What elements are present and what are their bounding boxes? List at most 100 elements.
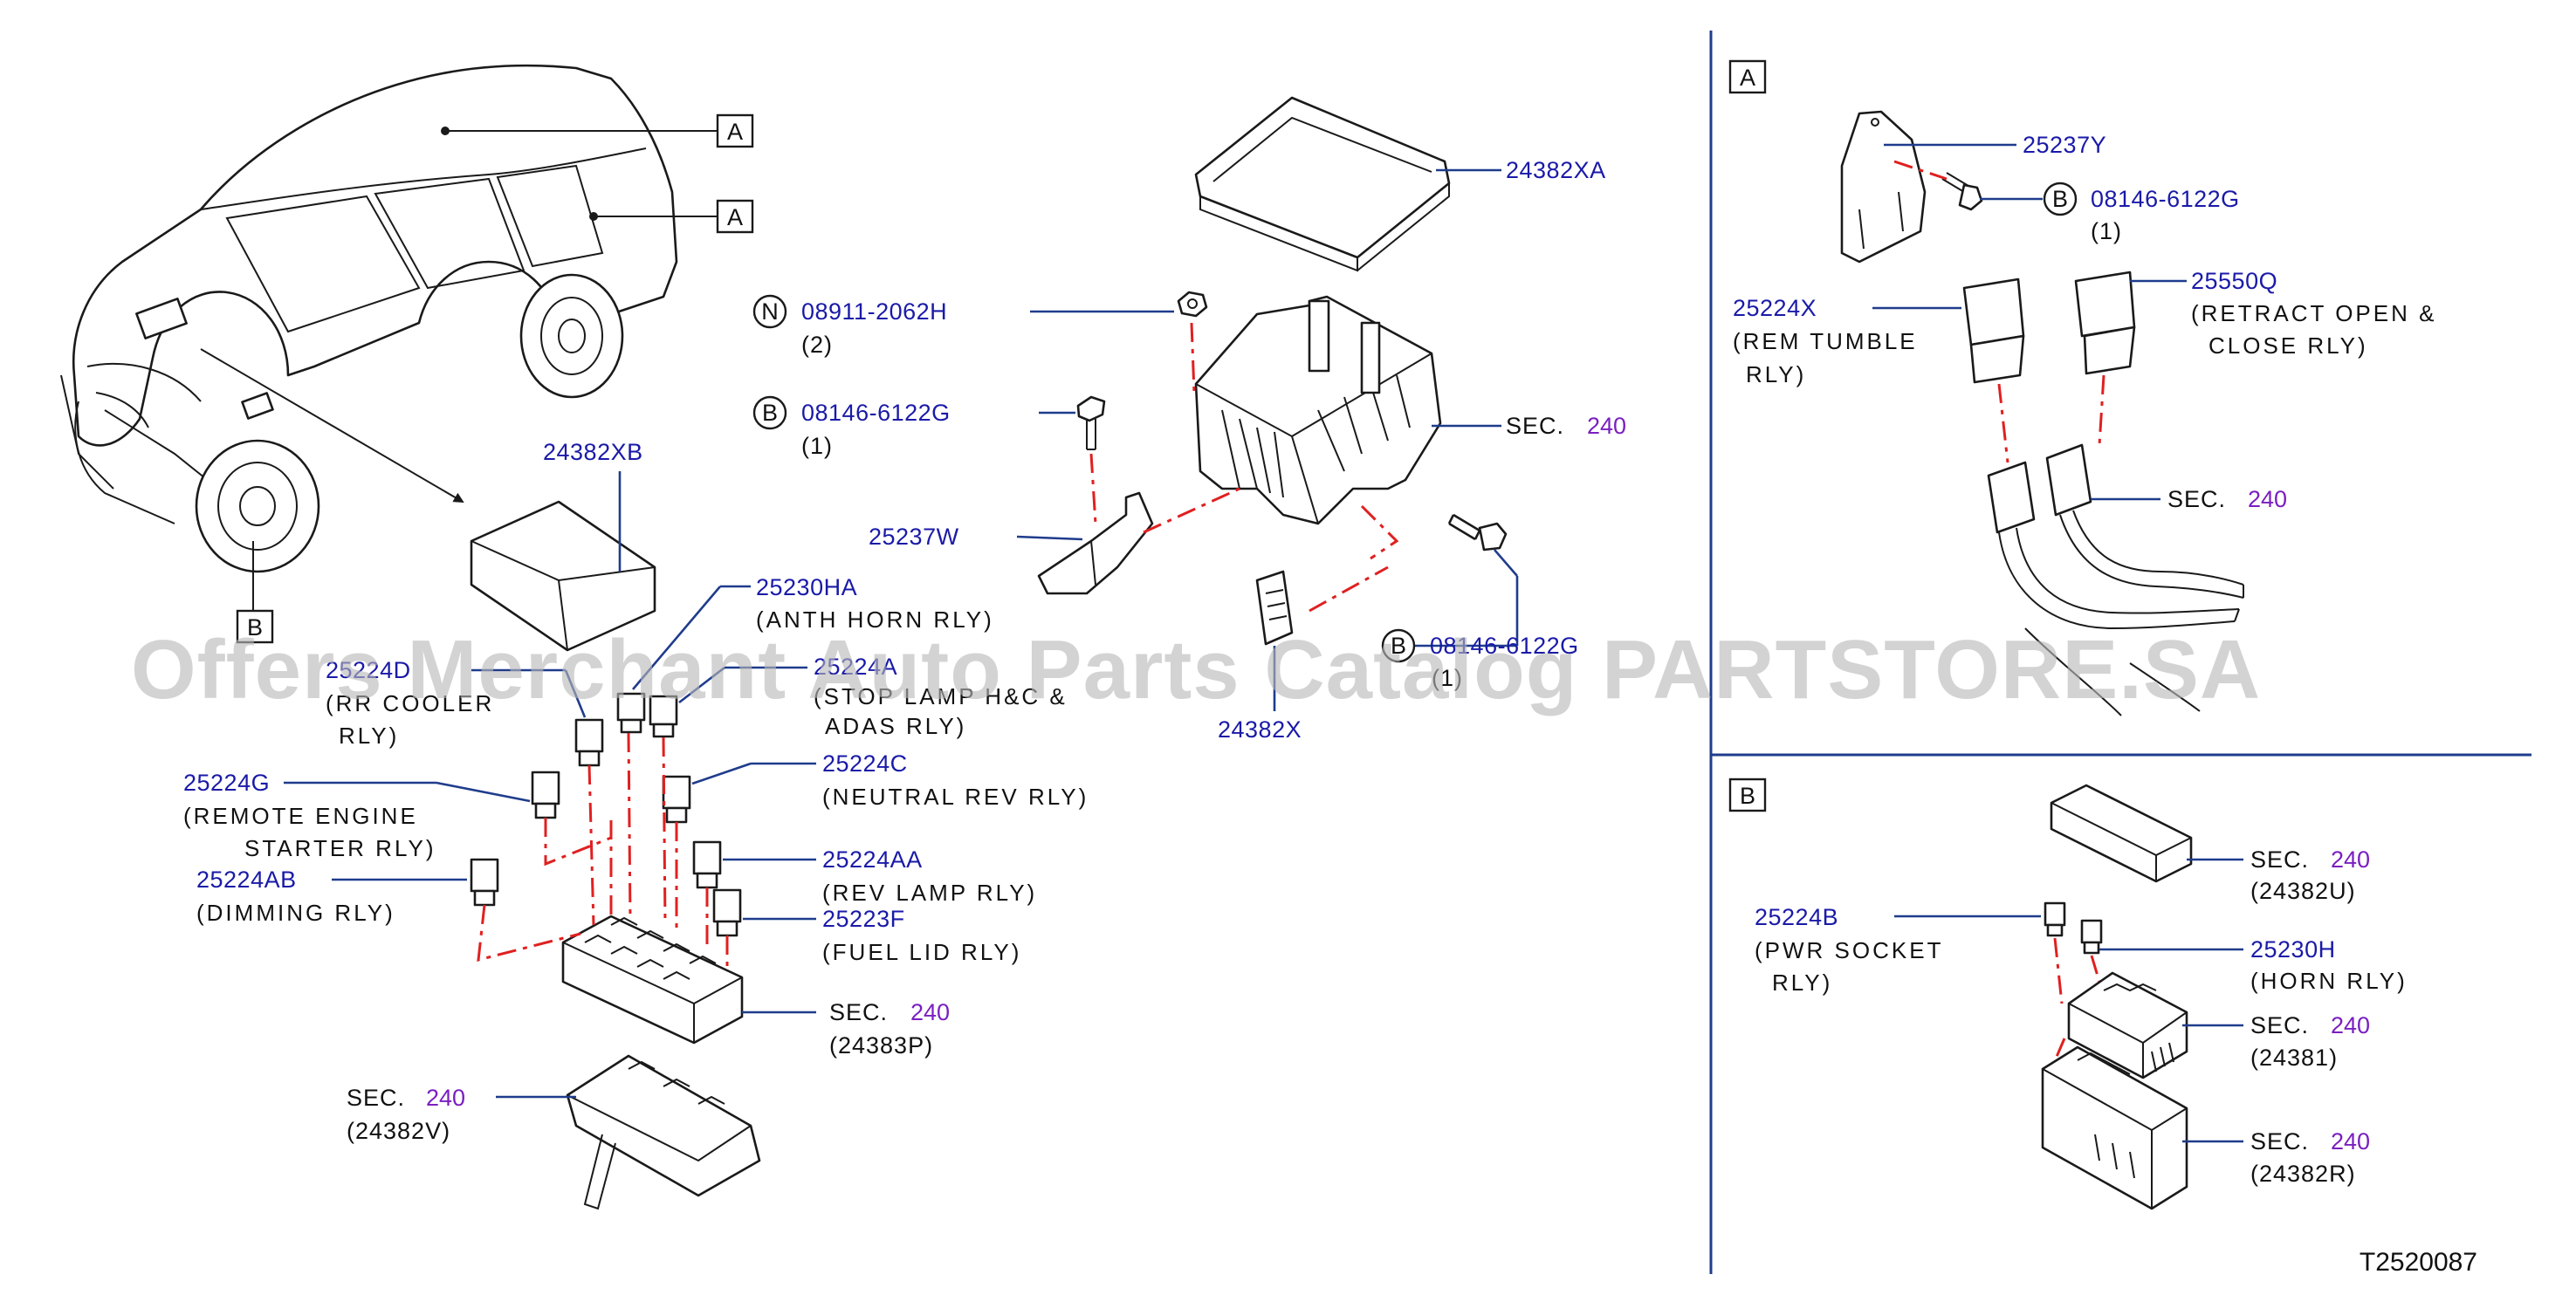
view-b-fuse-block-shape	[2067, 971, 2188, 1079]
nut-qty: (2)	[801, 332, 833, 358]
remote-desc2: STARTER RLY)	[244, 835, 436, 861]
bolt1-shape	[1076, 395, 1106, 450]
view-a-bracket-part[interactable]: 25237Y	[2023, 132, 2106, 158]
view-a-bracket-shape	[1840, 110, 1927, 264]
bolt1-symbol-circle	[752, 395, 787, 430]
lower-bracket-sec[interactable]: SEC.	[347, 1085, 405, 1111]
relay-block-sec[interactable]: SEC.	[829, 999, 888, 1025]
rr-cooler-desc1: (RR COOLER	[326, 690, 494, 716]
svg-text:B: B	[1740, 783, 1755, 809]
nut-symbol: N	[761, 298, 779, 325]
stop-lamp-desc2: ADAS RLY)	[825, 713, 966, 739]
main-box-sec[interactable]: SEC.	[1506, 413, 1564, 439]
clip-shape	[1255, 570, 1294, 646]
car-ref-a-bottom: A	[716, 199, 754, 234]
view-b-base-ref: (24382R)	[2250, 1161, 2356, 1187]
view-b-horn-desc: (HORN RLY)	[2250, 968, 2408, 994]
view-b-base-page[interactable]: 240	[2331, 1128, 2370, 1155]
fuel-lid-part[interactable]: 25223F	[822, 906, 905, 932]
view-b-cover-sec[interactable]: SEC.	[2250, 846, 2309, 873]
rr-cooler-desc2: RLY)	[339, 723, 399, 749]
nut-symbol-circle	[752, 294, 787, 329]
car-ref-a-top: A	[716, 113, 754, 148]
main-box-shape	[1194, 295, 1442, 525]
view-a-retract-desc2: CLOSE RLY)	[2208, 332, 2368, 359]
view-a-relay-retract	[2074, 271, 2136, 375]
top-cover-shape	[1194, 96, 1451, 272]
view-a-bolt-symbol: B	[2052, 186, 2068, 212]
stop-lamp-desc1: (STOP LAMP H&C &	[814, 683, 1068, 709]
nut-shape	[1177, 291, 1208, 318]
view-b-base-sec[interactable]: SEC.	[2250, 1128, 2309, 1155]
bolt2-symbol: B	[1391, 633, 1406, 659]
rr-cooler-part[interactable]: 25224D	[326, 657, 411, 683]
lower-bracket-page[interactable]: 240	[426, 1085, 465, 1111]
view-a-connector-page[interactable]: 240	[2248, 486, 2287, 512]
relay-block-ref: (24383P)	[829, 1032, 933, 1059]
view-a-tumble-desc1: (REM TUMBLE	[1733, 328, 1918, 354]
view-b-pwr-part[interactable]: 25224B	[1755, 904, 1838, 930]
bolt2-part[interactable]: 08146-6122G	[1430, 633, 1579, 659]
bolt2-symbol-circle	[1381, 628, 1416, 663]
nut-part[interactable]: 08911-2062H	[801, 298, 947, 325]
svg-text:B: B	[247, 614, 263, 641]
bolt1-symbol: B	[762, 400, 778, 426]
view-b-horn-relay	[2080, 919, 2103, 955]
neutral-part[interactable]: 25224C	[822, 750, 908, 777]
bracket-shape	[1037, 491, 1154, 595]
bracket-part[interactable]: 25237W	[869, 524, 959, 550]
view-b-fuse-ref: (24381)	[2250, 1045, 2338, 1071]
view-a-retract-desc1: (RETRACT OPEN &	[2191, 300, 2436, 326]
car-ref-b: B	[236, 609, 274, 644]
view-a-bolt-part[interactable]: 08146-6122G	[2091, 186, 2240, 212]
anth-horn-part[interactable]: 25230HA	[756, 574, 857, 600]
car-arrow	[200, 348, 464, 504]
svg-text:A: A	[727, 119, 743, 145]
rev-lamp-part[interactable]: 25224AA	[822, 846, 923, 873]
dimming-desc: (DIMMING RLY)	[196, 900, 395, 926]
cover-top-part[interactable]: 24382XA	[1506, 157, 1606, 183]
view-b-cover-ref: (24382U)	[2250, 878, 2356, 904]
bolt1-qty: (1)	[801, 433, 833, 459]
view-b-label: B	[1728, 778, 1767, 812]
relay-shapes	[470, 692, 742, 937]
view-b-cover-shape	[2050, 784, 2193, 883]
view-b-fuse-page[interactable]: 240	[2331, 1012, 2370, 1038]
clip-part[interactable]: 24382X	[1218, 716, 1302, 743]
view-a-relay-tumble	[1962, 278, 2025, 384]
neutral-desc: (NEUTRAL REV RLY)	[822, 784, 1089, 810]
remote-part[interactable]: 25224G	[183, 770, 270, 796]
svg-text:A: A	[1740, 65, 1755, 91]
view-a-connector-shape	[1987, 443, 2244, 716]
view-a-tumble-desc2: RLY)	[1746, 361, 1806, 387]
view-b-fuse-sec[interactable]: SEC.	[2250, 1012, 2309, 1038]
watermark: Offers Merchant Auto Parts Catalog PARTS…	[131, 623, 2261, 716]
stop-lamp-part[interactable]: 25224A	[814, 654, 897, 680]
diagram-code: T2520087	[2360, 1248, 2477, 1277]
remote-desc1: (REMOTE ENGINE	[183, 803, 418, 829]
bolt2-shape	[1447, 513, 1508, 552]
rev-lamp-desc: (REV LAMP RLY)	[822, 880, 1037, 906]
view-b-pwr-desc1: (PWR SOCKET	[1755, 937, 1943, 963]
view-b-horn-part[interactable]: 25230H	[2250, 936, 2336, 963]
view-b-cover-page[interactable]: 240	[2331, 846, 2370, 873]
car-illustration	[60, 64, 678, 573]
view-a-bolt-circle	[2043, 182, 2078, 216]
main-box-sec-page[interactable]: 240	[1587, 413, 1626, 439]
view-a-retract-part[interactable]: 25550Q	[2191, 268, 2277, 294]
view-a-tumble-part[interactable]: 25224X	[1733, 295, 1817, 321]
view-a-bolt-qty: (1)	[2091, 218, 2122, 244]
view-b-base-shape	[2041, 1045, 2188, 1210]
lower-bracket-ref: (24382V)	[347, 1118, 450, 1144]
fuel-lid-desc: (FUEL LID RLY)	[822, 939, 1021, 965]
relay-block-page[interactable]: 240	[910, 999, 950, 1025]
svg-text:A: A	[727, 204, 743, 230]
relay-block-shape	[561, 915, 744, 1045]
dimming-part[interactable]: 25224AB	[196, 867, 297, 893]
bolt1-part[interactable]: 08146-6122G	[801, 400, 951, 426]
view-a-connector-sec[interactable]: SEC.	[2167, 486, 2226, 512]
small-cover-shape	[470, 500, 656, 652]
lower-bracket-shape	[566, 1054, 761, 1210]
small-cover-part[interactable]: 24382XB	[543, 439, 643, 465]
